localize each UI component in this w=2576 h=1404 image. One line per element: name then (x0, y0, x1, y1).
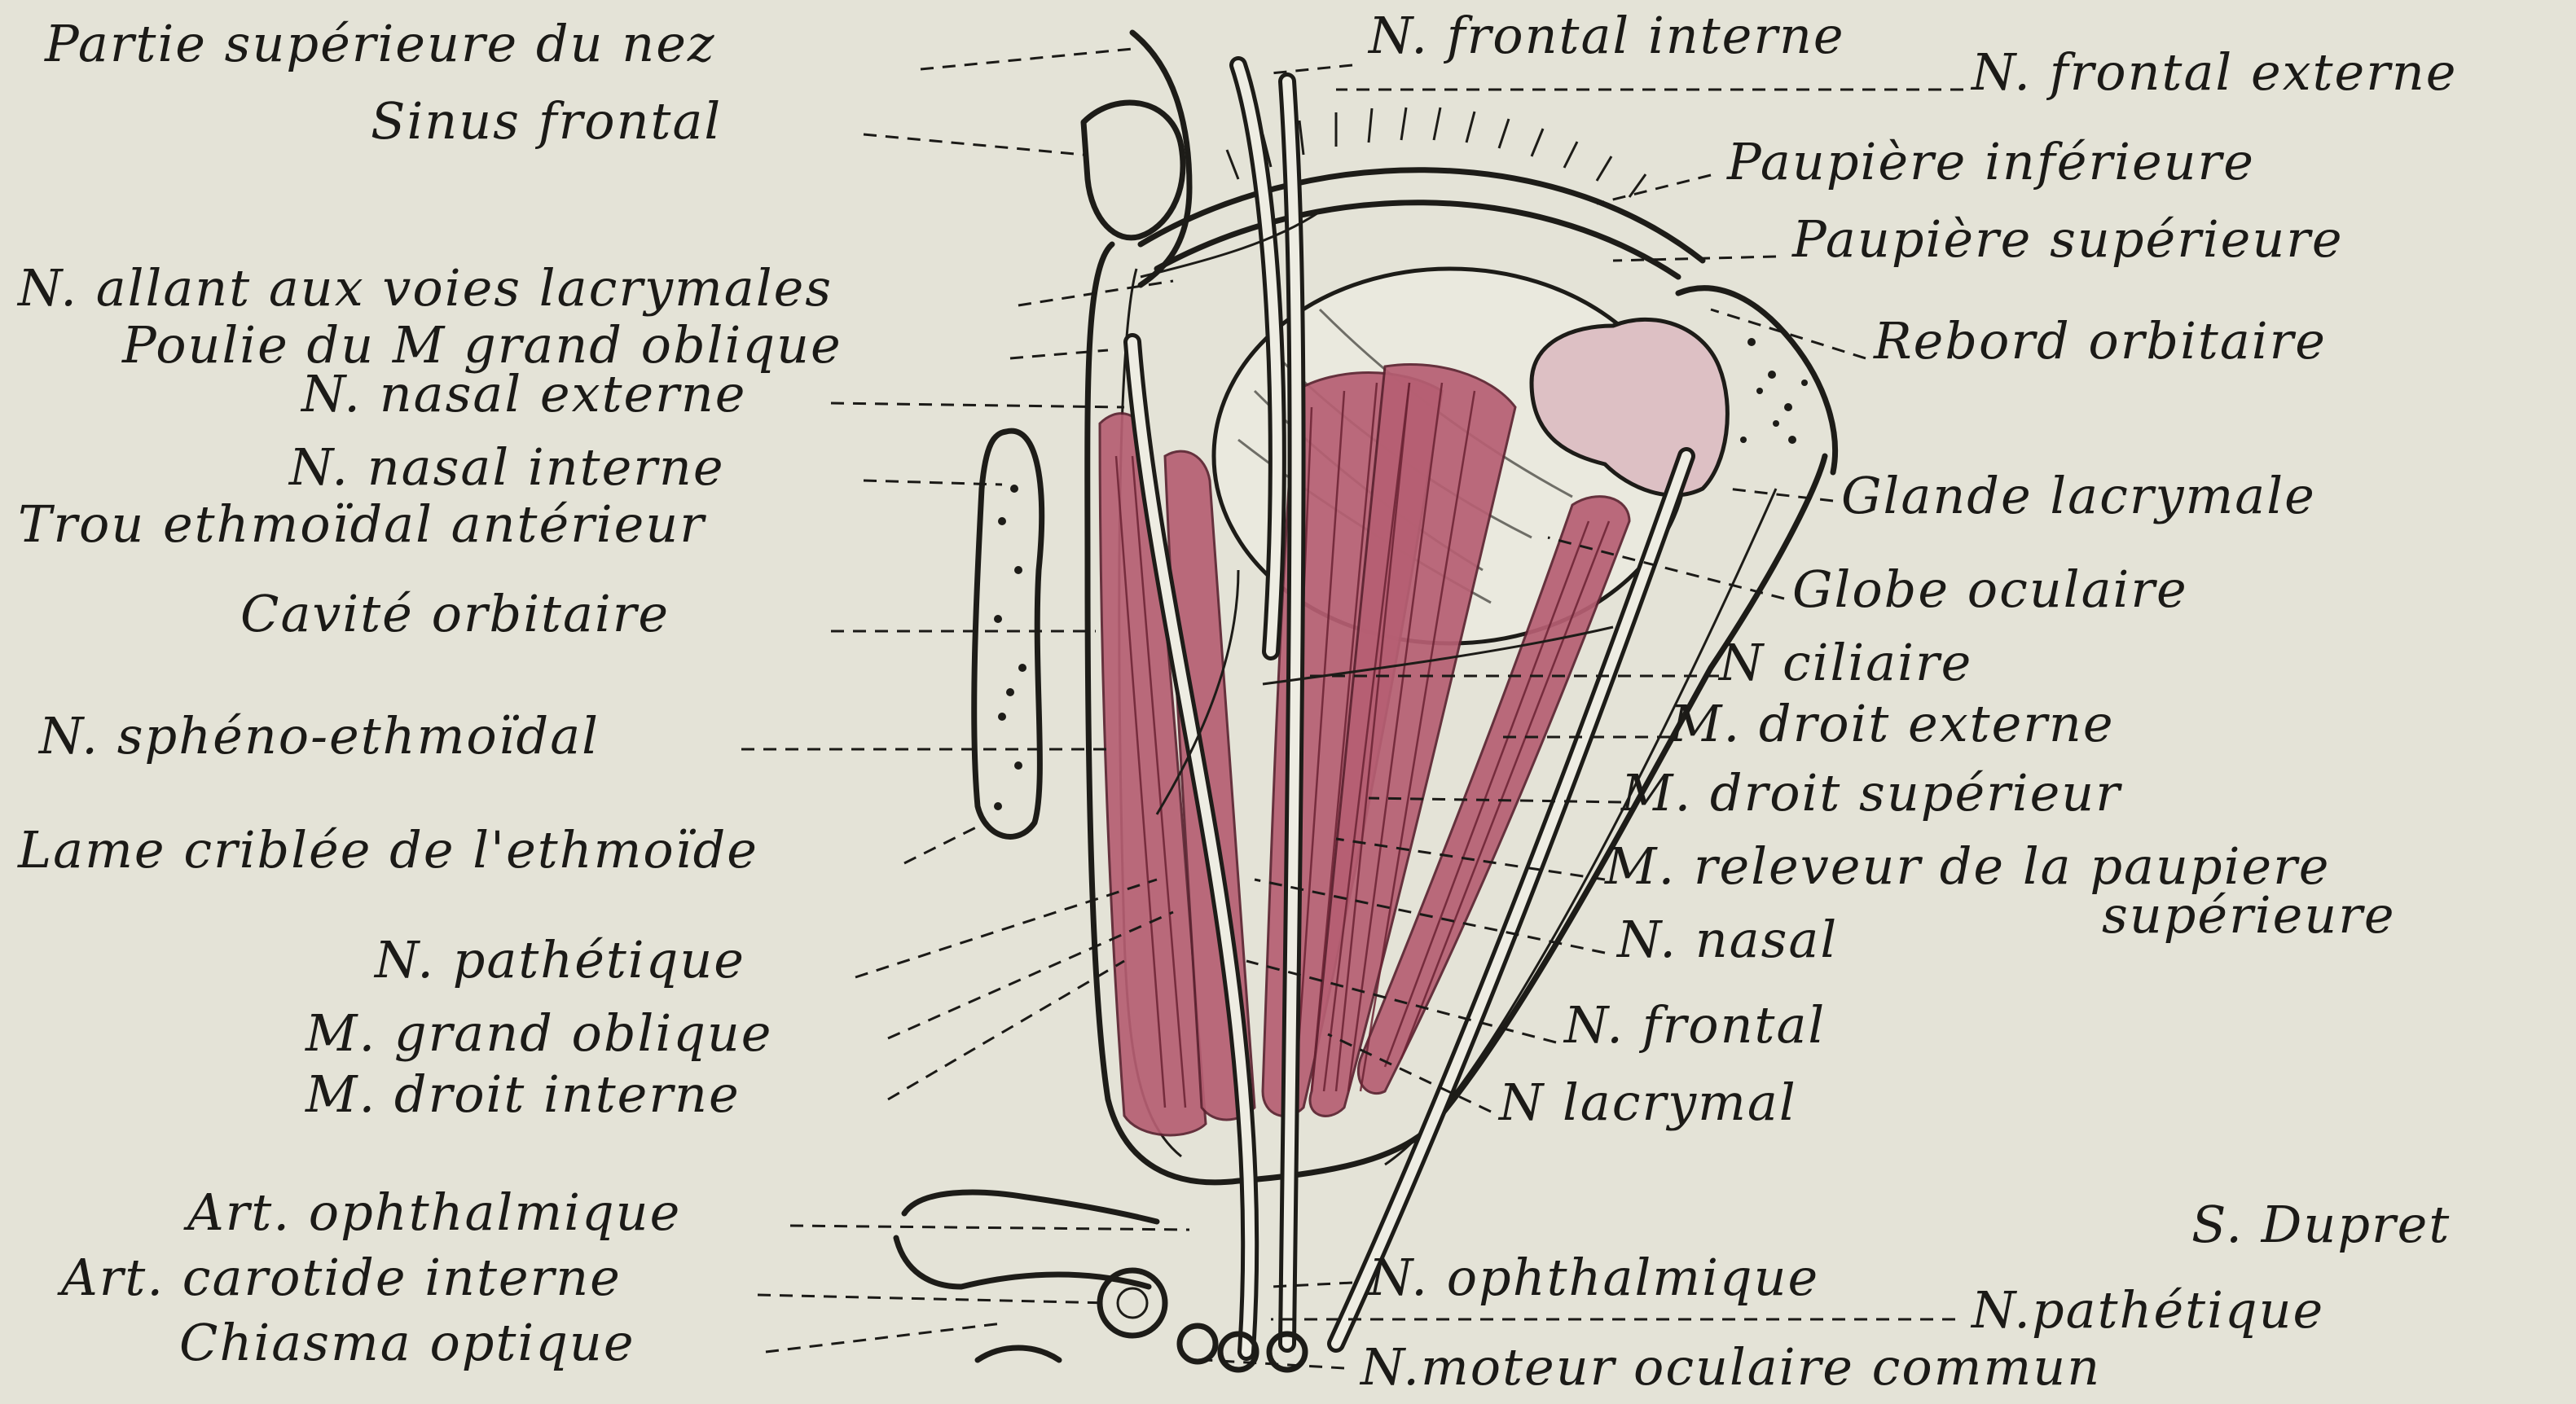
label-paupiere-superieure: Paupière supérieure (1791, 209, 2344, 269)
label-m-droit-superieur: M. droit supérieur (1620, 763, 2122, 823)
ethmoid-plate (974, 431, 1042, 836)
label-art-ophthalmique: Art. ophthalmique (183, 1182, 681, 1242)
label-n-ciliaire: N ciliaire (1717, 633, 1972, 692)
label-art-carotide: Art. carotide interne (57, 1248, 622, 1307)
label-n-lacrymal: N lacrymal (1497, 1073, 1797, 1132)
label-sinus-frontal: Sinus frontal (371, 91, 722, 151)
label-lame-criblee: Lame criblée de l'ethmoïde (17, 820, 758, 880)
label-m-droit-externe: M. droit externe (1669, 694, 2115, 753)
lower-eyelid-arc (1157, 203, 1678, 277)
ethmoid-perforations (994, 485, 1026, 810)
label-glande-lacrymale: Glande lacrymale (1841, 466, 2316, 525)
label-m-droit-interne: M. droit interne (305, 1064, 741, 1124)
label-rebord-orbitaire: Rebord orbitaire (1873, 311, 2327, 371)
label-chiasma-optique: Chiasma optique (179, 1313, 635, 1372)
label-n-frontal-interne: N. frontal interne (1367, 6, 1845, 65)
label-n-nasal-externe: N. nasal externe (300, 364, 746, 423)
label-n-moteur-oculaire: N.moteur oculaire commun (1359, 1337, 2101, 1397)
label-m-grand-oblique: M. grand oblique (305, 1003, 773, 1063)
labels-left: Partie supérieure du nez Sinus frontal N… (16, 14, 842, 1372)
frontal-sinus (1084, 103, 1183, 238)
label-n-frontal-externe: N. frontal externe (1970, 42, 2457, 102)
label-n-pathetique-right: N.pathétique (1970, 1280, 2324, 1340)
label-n-voies-lacrymales: N. allant aux voies lacrymales (16, 258, 833, 318)
label-n-nasal: N. nasal (1615, 910, 1838, 969)
labels-bottom: N. ophthalmique N.pathétique N.moteur oc… (1359, 1248, 2324, 1397)
ophthalmic-artery (904, 1192, 1157, 1222)
label-n-spheno-ethmoidal: N. sphéno-ethmoïdal (37, 706, 600, 766)
label-globe-oculaire: Globe oculaire (1792, 559, 2188, 619)
label-cavite-orbitaire: Cavité orbitaire (240, 584, 670, 643)
label-n-pathetique-left: N. pathétique (373, 930, 745, 989)
label-n-frontal: N. frontal (1563, 995, 1826, 1055)
label-partie-superieure-du-nez: Partie supérieure du nez (44, 14, 716, 73)
optic-chiasma (978, 1348, 1059, 1360)
label-paupiere-inferieure: Paupière inférieure (1726, 132, 2255, 191)
label-m-releveur-cont: supérieure (2102, 885, 2396, 945)
label-trou-ethmoidal: Trou ethmoïdal antérieur (18, 494, 706, 554)
label-n-nasal-interne: N. nasal interne (288, 437, 725, 497)
upper-eyelid-arc (1141, 170, 1703, 261)
artist-signature: S. Dupret (2191, 1195, 2451, 1254)
label-n-ophthalmique: N. ophthalmique (1367, 1248, 1819, 1307)
